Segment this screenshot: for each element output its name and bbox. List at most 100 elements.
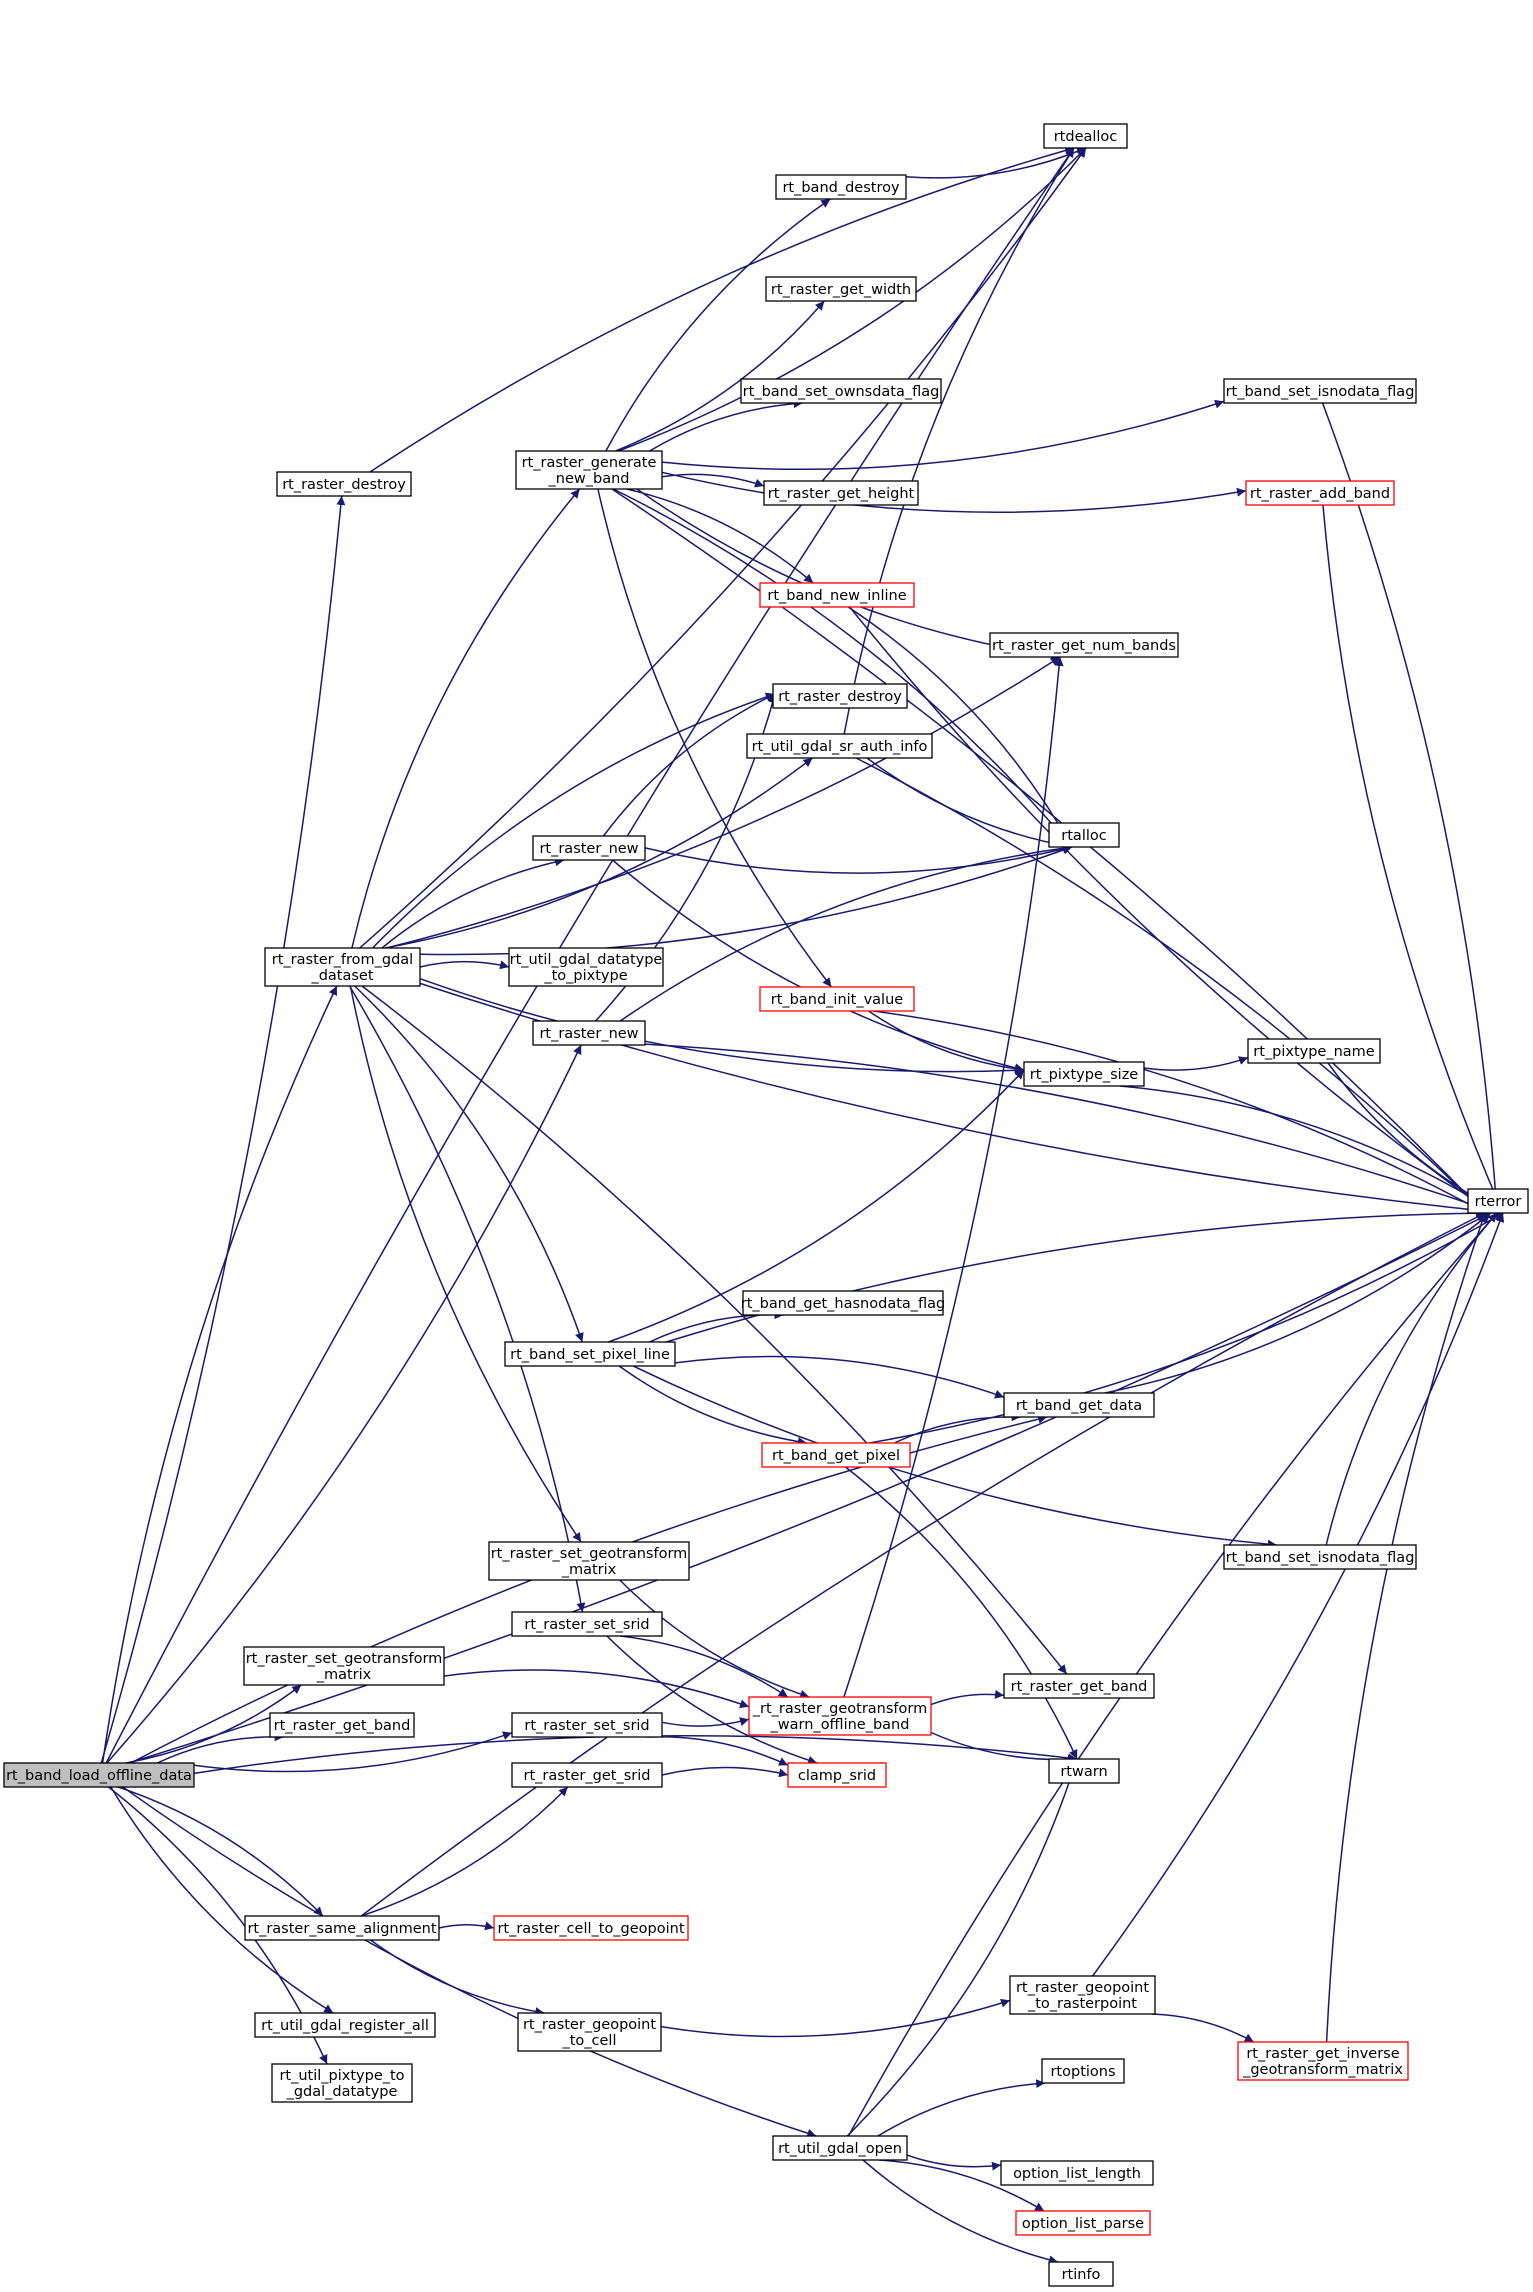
node-rtdealloc[interactable]: rtdealloc	[1043, 123, 1128, 149]
node-rt-band-set-pixel-line[interactable]: rt_band_set_pixel_line	[504, 1341, 676, 1367]
node-box[interactable]	[1003, 1392, 1155, 1418]
node-box[interactable]	[254, 2012, 436, 2038]
node-box[interactable]	[515, 450, 663, 490]
node-rt-raster-cell-to-geopoint[interactable]: rt_raster_cell_to_geopoint	[493, 1915, 689, 1941]
node-box[interactable]	[742, 1290, 944, 1316]
node-box[interactable]	[1467, 1188, 1529, 1214]
node-box[interactable]	[1247, 1038, 1381, 1064]
node-rt-band-destroy[interactable]: rt_band_destroy	[775, 174, 907, 200]
node-rt-raster-get-band[interactable]: rt_raster_get_band	[1003, 1673, 1155, 1699]
node-rt-band-set-isnodata-flag-a[interactable]: rt_band_set_isnodata_flag	[1223, 378, 1417, 404]
node-rt-raster-get-inverse-geotransform-matrix[interactable]: rt_raster_get_inverse_geotransform_matri…	[1237, 2041, 1409, 2081]
node-rt-raster-destroy-a[interactable]: rt_raster_destroy	[276, 471, 412, 497]
node-rt-raster-geotransform-warn-offline-band[interactable]: _rt_raster_geotransform_warn_offline_ban…	[748, 1696, 932, 1736]
node-box[interactable]	[1048, 2261, 1114, 2287]
node-rt-raster-set-geotransform-matrix-b[interactable]: rt_raster_set_geotransform_matrix	[243, 1646, 445, 1686]
node-box[interactable]	[244, 1915, 440, 1941]
node-rt-raster-destroy-b[interactable]: rt_raster_destroy	[772, 683, 908, 709]
node-rterror[interactable]: rterror	[1467, 1188, 1529, 1214]
node-box[interactable]	[763, 480, 919, 506]
node-box[interactable]	[517, 2012, 662, 2052]
node-rt-pixtype-size[interactable]: rt_pixtype_size	[1023, 1061, 1145, 1087]
node-box[interactable]	[276, 471, 412, 497]
node-box[interactable]	[772, 683, 908, 709]
node-rt-util-gdal-register-all[interactable]: rt_util_gdal_register_all	[254, 2012, 436, 2038]
node-rt-band-set-isnodata-flag-b[interactable]: rt_band_set_isnodata_flag	[1223, 1544, 1417, 1570]
node-box[interactable]	[1223, 378, 1417, 404]
node-rt-band-get-hasnodata-flag[interactable]: rt_band_get_hasnodata_flag	[741, 1290, 946, 1316]
node-rt-raster-get-num-bands[interactable]: rt_raster_get_num_bands	[989, 632, 1179, 658]
node-rt-band-get-pixel[interactable]: rt_band_get_pixel	[761, 1442, 911, 1468]
node-rt-raster-get-width[interactable]: rt_raster_get_width	[765, 276, 917, 302]
node-box[interactable]	[1009, 1975, 1156, 2015]
node-box[interactable]	[759, 582, 915, 608]
node-rt-band-get-data[interactable]: rt_band_get_data	[1003, 1392, 1155, 1418]
node-box[interactable]	[511, 1762, 663, 1788]
node-rt-raster-new-b[interactable]: rt_raster_new	[532, 1020, 646, 1046]
node-box[interactable]	[488, 1541, 690, 1581]
node-box[interactable]	[532, 835, 646, 861]
node-rt-band-new-inline[interactable]: rt_band_new_inline	[759, 582, 915, 608]
node-box[interactable]	[775, 174, 907, 200]
node-box[interactable]	[511, 1611, 663, 1637]
node-box[interactable]	[532, 1020, 646, 1046]
node-box[interactable]	[989, 632, 1179, 658]
node-rt-raster-add-band[interactable]: rt_raster_add_band	[1245, 480, 1395, 506]
node-box[interactable]	[761, 1442, 911, 1468]
node-rt-raster-get-band-b[interactable]: rt_raster_get_band	[269, 1712, 415, 1738]
node-box[interactable]	[1023, 1061, 1145, 1087]
node-box[interactable]	[1237, 2041, 1409, 2081]
node-box[interactable]	[1223, 1544, 1417, 1570]
node-box[interactable]	[1003, 1673, 1155, 1699]
node-rt-util-gdal-open[interactable]: rt_util_gdal_open	[772, 2135, 908, 2161]
node-box[interactable]	[1245, 480, 1395, 506]
node-rt-raster-geopoint-to-cell[interactable]: rt_raster_geopoint_to_cell	[517, 2012, 662, 2052]
node-option-list-parse[interactable]: option_list_parse	[1015, 2210, 1151, 2236]
node-rt-raster-new-a[interactable]: rt_raster_new	[532, 835, 646, 861]
node-box[interactable]	[243, 1646, 445, 1686]
node-box[interactable]	[508, 947, 664, 987]
node-box[interactable]	[746, 733, 933, 759]
node-box[interactable]	[1048, 1758, 1120, 1784]
node-box[interactable]	[748, 1696, 932, 1736]
node-box[interactable]	[3, 1762, 195, 1788]
node-box[interactable]	[269, 1712, 415, 1738]
node-rt-band-set-ownsdata-flag[interactable]: rt_band_set_ownsdata_flag	[740, 378, 942, 404]
node-box[interactable]	[511, 1712, 663, 1738]
node-box[interactable]	[1015, 2210, 1151, 2236]
node-rt-raster-generate-new-band[interactable]: rt_raster_generate_new_band	[515, 450, 663, 490]
node-rt-raster-same-alignment[interactable]: rt_raster_same_alignment	[244, 1915, 440, 1941]
node-root[interactable]: rt_band_load_offline_data	[3, 1762, 195, 1788]
node-box[interactable]	[504, 1341, 676, 1367]
node-rt-raster-geopoint-to-rasterpoint[interactable]: rt_raster_geopoint_to_rasterpoint	[1009, 1975, 1156, 2015]
node-box[interactable]	[264, 947, 421, 987]
node-rt-raster-get-height[interactable]: rt_raster_get_height	[763, 480, 919, 506]
node-rt-raster-from-gdal-dataset[interactable]: rt_raster_from_gdal_dataset	[264, 947, 421, 987]
node-box[interactable]	[740, 378, 942, 404]
node-rt-raster-set-geotransform-matrix-a[interactable]: rt_raster_set_geotransform_matrix	[488, 1541, 690, 1581]
node-clamp-srid[interactable]: clamp_srid	[787, 1762, 887, 1788]
node-rtalloc[interactable]: rtalloc	[1048, 822, 1120, 848]
node-box[interactable]	[765, 276, 917, 302]
node-box[interactable]	[1043, 123, 1128, 149]
node-rt-util-gdal-sr-auth-info[interactable]: rt_util_gdal_sr_auth_info	[746, 733, 933, 759]
node-box[interactable]	[1000, 2160, 1154, 2186]
node-option-list-length[interactable]: option_list_length	[1000, 2160, 1154, 2186]
node-rt-band-init-value[interactable]: rt_band_init_value	[759, 986, 915, 1012]
node-rt-raster-set-srid-b[interactable]: rt_raster_set_srid	[511, 1712, 663, 1738]
node-rt-pixtype-name[interactable]: rt_pixtype_name	[1247, 1038, 1381, 1064]
node-box[interactable]	[1041, 2058, 1125, 2084]
node-rtinfo[interactable]: rtinfo	[1048, 2261, 1114, 2287]
node-rtoptions[interactable]: rtoptions	[1041, 2058, 1125, 2084]
node-rt-util-pixtype-to-gdal-datatype[interactable]: rt_util_pixtype_to_gdal_datatype	[271, 2063, 413, 2103]
node-box[interactable]	[787, 1762, 887, 1788]
node-rtwarn[interactable]: rtwarn	[1048, 1758, 1120, 1784]
node-rt-raster-set-srid-a[interactable]: rt_raster_set_srid	[511, 1611, 663, 1637]
node-rt-raster-get-srid[interactable]: rt_raster_get_srid	[511, 1762, 663, 1788]
node-box[interactable]	[271, 2063, 413, 2103]
node-box[interactable]	[772, 2135, 908, 2161]
node-box[interactable]	[493, 1915, 689, 1941]
node-box[interactable]	[759, 986, 915, 1012]
node-box[interactable]	[1048, 822, 1120, 848]
node-rt-util-gdal-datatype-to-pixtype[interactable]: rt_util_gdal_datatype_to_pixtype	[508, 947, 664, 987]
